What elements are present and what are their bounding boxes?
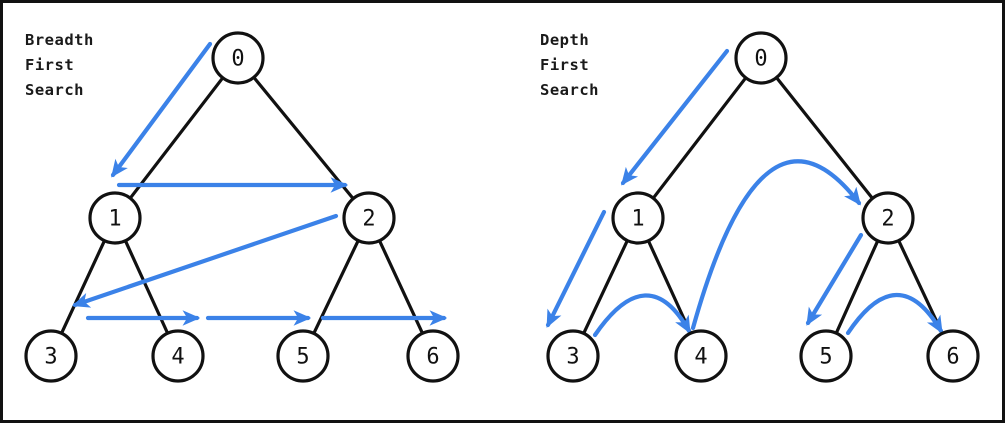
tree-edge-1-3 — [59, 239, 107, 335]
node-4[interactable]: 4 — [151, 329, 205, 383]
node-5[interactable]: 5 — [799, 329, 853, 383]
node-label-2: 2 — [362, 207, 375, 232]
node-circle-2 — [342, 191, 396, 245]
panel-caption-line: Depth — [540, 31, 589, 49]
node-label-3: 3 — [566, 345, 579, 370]
node-0[interactable]: 0 — [211, 31, 265, 85]
node-6[interactable]: 6 — [926, 329, 980, 383]
node-6[interactable]: 6 — [406, 329, 460, 383]
node-circle-6 — [406, 329, 460, 383]
node-5[interactable]: 5 — [276, 329, 330, 383]
node-1[interactable]: 1 — [88, 191, 142, 245]
panel-caption-line: Search — [25, 81, 84, 99]
node-circle-1 — [611, 191, 665, 245]
node-label-4: 4 — [171, 345, 184, 370]
node-label-3: 3 — [44, 345, 57, 370]
node-2[interactable]: 2 — [861, 191, 915, 245]
arrow-4-to-2 — [690, 159, 862, 331]
node-circle-4 — [674, 329, 728, 383]
node-3[interactable]: 3 — [546, 329, 600, 383]
node-0[interactable]: 0 — [734, 31, 788, 85]
node-label-6: 6 — [946, 345, 959, 370]
node-label-0: 0 — [754, 47, 767, 72]
tree-edge-1-3 — [582, 239, 629, 335]
node-label-2: 2 — [881, 207, 894, 232]
node-circle-0 — [211, 31, 265, 85]
node-1[interactable]: 1 — [611, 191, 665, 245]
tree-edge-0-2 — [774, 75, 875, 201]
node-label-4: 4 — [694, 345, 707, 370]
panel-caption-line: First — [25, 56, 74, 74]
node-circle-4 — [151, 329, 205, 383]
tree-edge-0-1 — [128, 76, 225, 200]
tree-edge-2-5 — [834, 239, 880, 335]
node-circle-6 — [926, 329, 980, 383]
node-circle-3 — [24, 329, 78, 383]
arrow-0-to-1 — [110, 41, 213, 178]
node-label-1: 1 — [108, 207, 121, 232]
node-3[interactable]: 3 — [24, 329, 78, 383]
panel-caption-line: First — [540, 56, 589, 74]
node-label-1: 1 — [631, 207, 644, 232]
node-label-5: 5 — [296, 345, 309, 370]
panel-caption-line: Search — [540, 81, 599, 99]
node-label-0: 0 — [231, 47, 244, 72]
node-circle-5 — [799, 329, 853, 383]
node-circle-0 — [734, 31, 788, 85]
arrow-0-to-1 — [620, 48, 730, 186]
node-circle-2 — [861, 191, 915, 245]
node-circle-3 — [546, 329, 600, 383]
node-circle-1 — [88, 191, 142, 245]
arrow-2-to-3 — [71, 213, 339, 308]
node-2[interactable]: 2 — [342, 191, 396, 245]
node-label-6: 6 — [426, 345, 439, 370]
node-4[interactable]: 4 — [674, 329, 728, 383]
arrow-1-to-3 — [545, 209, 607, 328]
tree-edge-0-1 — [651, 76, 748, 200]
node-label-5: 5 — [819, 345, 832, 370]
tree-edge-0-2 — [252, 75, 355, 201]
arrow-3-to-4 — [592, 293, 692, 338]
arrow-2-to-5 — [805, 232, 864, 326]
panel-caption-line: Breadth — [25, 31, 94, 49]
node-circle-5 — [276, 329, 330, 383]
arrow-5-to-6 — [845, 293, 944, 336]
